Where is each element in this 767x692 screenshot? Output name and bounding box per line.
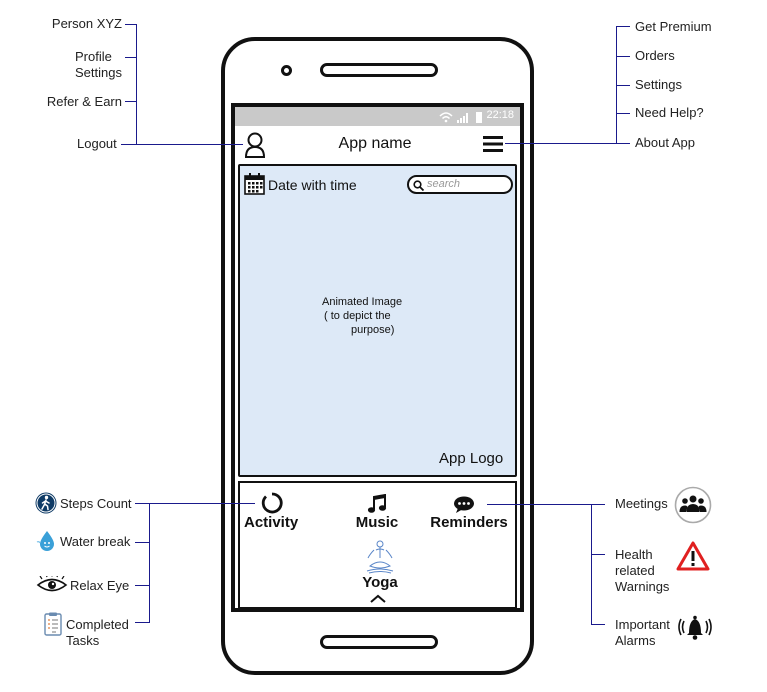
hero-animated-image <box>238 164 517 477</box>
nav-reminders-label: Reminders <box>430 514 508 531</box>
warning-triangle-icon <box>676 541 710 571</box>
signal-icons <box>439 112 482 123</box>
hero-caption-line: purpose) <box>351 324 395 336</box>
connector-line <box>591 624 605 625</box>
profile-icon[interactable] <box>243 131 267 159</box>
annotation-profile-settings: Settings <box>75 65 122 80</box>
connector-line <box>616 113 630 114</box>
connector-line <box>121 144 243 145</box>
connector-line <box>591 504 592 625</box>
annotation-health: Health <box>615 547 653 562</box>
nav-activity[interactable]: Activity <box>244 492 299 537</box>
connector-line <box>616 56 630 57</box>
connector-line <box>135 622 149 623</box>
connector-line <box>125 101 137 102</box>
app-logo: App Logo <box>439 450 504 467</box>
clipboard-checklist-icon <box>44 612 62 636</box>
yoga-pose-icon <box>366 540 394 574</box>
annotation-water-break: Water break <box>60 534 131 549</box>
annotation-completed: Completed <box>66 617 129 632</box>
annotation-tasks: Tasks <box>66 633 100 648</box>
meeting-group-icon <box>674 486 712 524</box>
chat-bubble-icon <box>454 496 474 513</box>
bottom-nav-panel <box>238 481 517 609</box>
activity-ring-icon <box>261 492 283 514</box>
annotation-alarms: Alarms <box>615 633 656 648</box>
chevron-up-icon[interactable] <box>370 594 386 603</box>
annotation-person-xyz: Person XYZ <box>51 16 122 31</box>
annotation-logout: Logout <box>77 136 117 151</box>
hamburger-menu-icon[interactable] <box>483 135 503 153</box>
connector-line <box>135 585 149 586</box>
search-icon <box>413 180 424 191</box>
annotation-get-premium: Get Premium <box>635 19 712 34</box>
search-placeholder: search <box>427 178 461 190</box>
status-time: 22:18 <box>486 109 514 121</box>
connector-line <box>136 24 137 145</box>
annotation-about-app: About App <box>635 135 695 150</box>
connector-line <box>616 85 630 86</box>
hero-caption-line: ( to depict the <box>324 310 391 322</box>
annotation-important: Important <box>615 617 670 632</box>
annotation-steps-count: Steps Count <box>60 496 132 511</box>
connector-line <box>591 554 605 555</box>
hero-caption: Animated Image ( to depict the purpose) <box>322 295 422 337</box>
calendar-icon <box>244 173 265 195</box>
annotation-orders: Orders <box>635 48 675 63</box>
ringing-bell-icon <box>678 615 712 640</box>
connector-line <box>125 24 137 25</box>
camera-icon <box>281 65 292 76</box>
app-title: App name <box>338 135 412 152</box>
nav-reminders[interactable]: Reminders <box>428 492 510 537</box>
date-time-label: Date with time <box>268 177 357 193</box>
connector-line <box>149 503 150 623</box>
music-note-icon <box>367 494 387 513</box>
connector-line <box>487 504 605 505</box>
connector-line <box>135 503 255 504</box>
hero-caption-line: Animated Image <box>322 296 403 308</box>
connector-line <box>125 57 137 58</box>
search-input[interactable]: search <box>407 175 513 194</box>
annotation-profile: Profile <box>75 49 112 64</box>
annotation-meetings: Meetings <box>615 496 668 511</box>
annotation-settings: Settings <box>635 77 682 92</box>
nav-yoga-label: Yoga <box>362 574 398 591</box>
nav-music-label: Music <box>355 514 399 531</box>
annotation-need-help: Need Help? <box>635 105 704 120</box>
annotation-warnings: Warnings <box>615 579 670 594</box>
home-button[interactable] <box>320 635 438 649</box>
connector-line <box>505 143 630 144</box>
nav-activity-label: Activity <box>244 514 299 531</box>
annotation-related: related <box>615 563 655 578</box>
walking-person-icon <box>35 492 57 514</box>
speaker-grille <box>320 63 438 77</box>
annotation-relax-eye: Relax Eye <box>70 578 130 593</box>
connector-line <box>135 542 149 543</box>
annotation-refer-earn: Refer & Earn <box>46 94 122 109</box>
status-bar: 22:18 <box>235 107 520 126</box>
nav-music[interactable]: Music <box>354 492 400 537</box>
eye-icon <box>36 576 68 592</box>
nav-yoga[interactable]: Yoga <box>358 540 402 592</box>
connector-line <box>616 26 617 144</box>
water-drop-icon <box>36 531 54 551</box>
connector-line <box>616 26 630 27</box>
